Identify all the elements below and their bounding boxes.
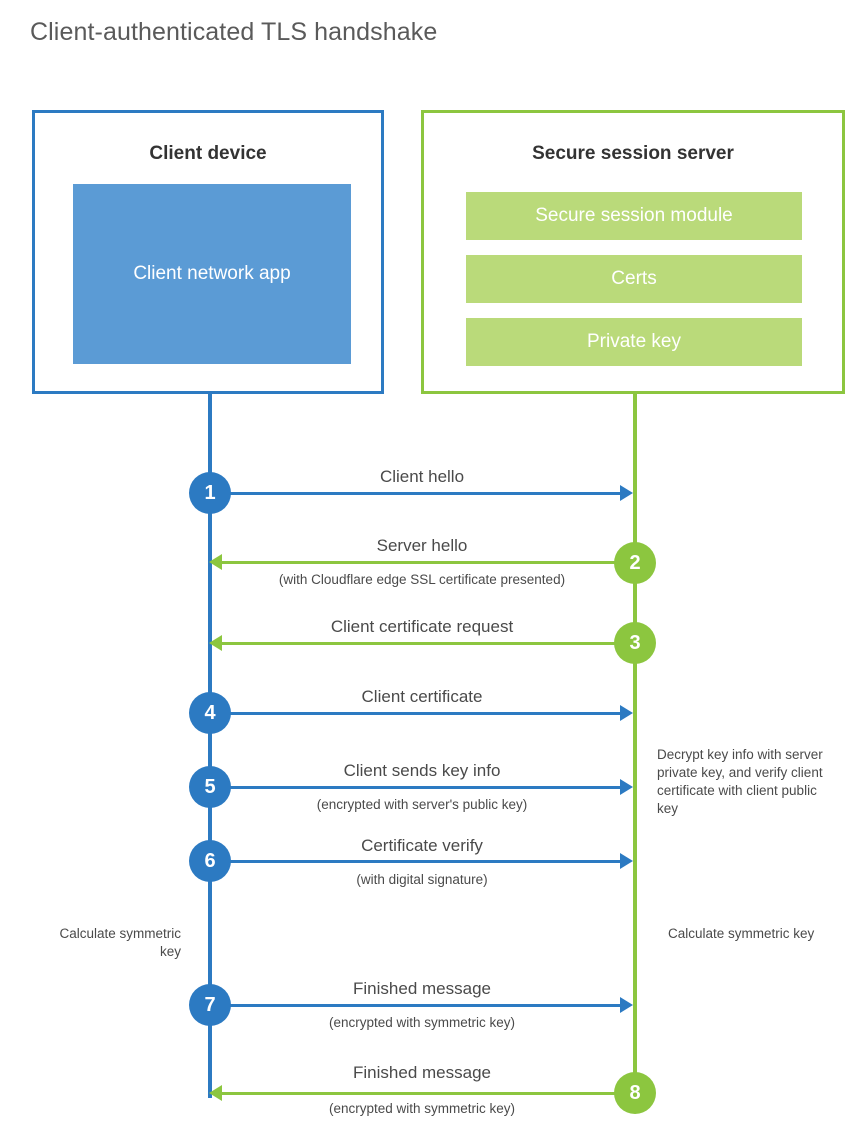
step-6-arrow-line bbox=[210, 860, 622, 863]
step-1-arrow-line bbox=[210, 492, 622, 495]
step-1-marker[interactable]: 1 bbox=[189, 472, 231, 514]
server-calculate-symmetric-key-note: Calculate symmetric key bbox=[668, 926, 815, 941]
step-1-arrowhead-icon bbox=[620, 485, 633, 501]
step-8-sublabel: (encrypted with symmetric key) bbox=[328, 1101, 516, 1116]
server-module-private-key: Private key bbox=[466, 318, 802, 366]
step-6-marker[interactable]: 6 bbox=[189, 840, 231, 882]
step-2-label: Server hello bbox=[376, 536, 468, 555]
step-3-label: Client certificate request bbox=[330, 617, 514, 636]
step-2-marker[interactable]: 2 bbox=[614, 542, 656, 584]
step-7-marker[interactable]: 7 bbox=[189, 984, 231, 1026]
client-device-title: Client device bbox=[149, 143, 267, 164]
step-2-arrowhead-icon bbox=[209, 554, 222, 570]
client-device-box: Client device Client network app bbox=[32, 110, 384, 394]
step-5-arrow-line bbox=[210, 786, 622, 789]
step-7-label: Finished message bbox=[353, 979, 491, 998]
client-network-app-block: Client network app bbox=[73, 184, 351, 364]
step-7-arrowhead-icon bbox=[620, 997, 633, 1013]
step-3-arrowhead-icon bbox=[209, 635, 222, 651]
step-4-label: Client certificate bbox=[361, 687, 483, 706]
step-4-arrow-line bbox=[210, 712, 622, 715]
client-lifeline bbox=[208, 393, 212, 1098]
step-6-sublabel: (with digital signature) bbox=[356, 872, 488, 887]
step-5-sublabel: (encrypted with server's public key) bbox=[316, 797, 528, 812]
step-3-marker[interactable]: 3 bbox=[614, 622, 656, 664]
step-8-arrow-line bbox=[222, 1092, 635, 1095]
step-6-arrowhead-icon bbox=[620, 853, 633, 869]
step-2-sublabel: (with Cloudflare edge SSL certificate pr… bbox=[278, 572, 566, 587]
step-2-arrow-line bbox=[222, 561, 635, 564]
step-5-label: Client sends key info bbox=[343, 761, 501, 780]
server-decrypt-note: Decrypt key info with server private key… bbox=[657, 747, 823, 816]
step-8-arrowhead-icon bbox=[209, 1085, 222, 1101]
client-calculate-symmetric-key-note: Calculate symmetric key bbox=[59, 926, 181, 959]
step-6-label: Certificate verify bbox=[361, 836, 483, 855]
step-1-label: Client hello bbox=[379, 467, 465, 486]
step-4-arrowhead-icon bbox=[620, 705, 633, 721]
step-5-marker[interactable]: 5 bbox=[189, 766, 231, 808]
server-module-certs: Certs bbox=[466, 255, 802, 303]
server-lifeline bbox=[633, 393, 637, 1094]
secure-session-server-title: Secure session server bbox=[532, 143, 734, 164]
page-title: Client-authenticated TLS handshake bbox=[30, 18, 438, 46]
step-8-label: Finished message bbox=[353, 1063, 491, 1082]
step-7-sublabel: (encrypted with symmetric key) bbox=[328, 1015, 516, 1030]
step-3-arrow-line bbox=[222, 642, 635, 645]
secure-session-server-box: Secure session server Secure session mod… bbox=[421, 110, 845, 394]
step-8-marker[interactable]: 8 bbox=[614, 1072, 656, 1114]
server-module-secure-session-module: Secure session module bbox=[466, 192, 802, 240]
step-5-arrowhead-icon bbox=[620, 779, 633, 795]
step-7-arrow-line bbox=[210, 1004, 622, 1007]
step-4-marker[interactable]: 4 bbox=[189, 692, 231, 734]
